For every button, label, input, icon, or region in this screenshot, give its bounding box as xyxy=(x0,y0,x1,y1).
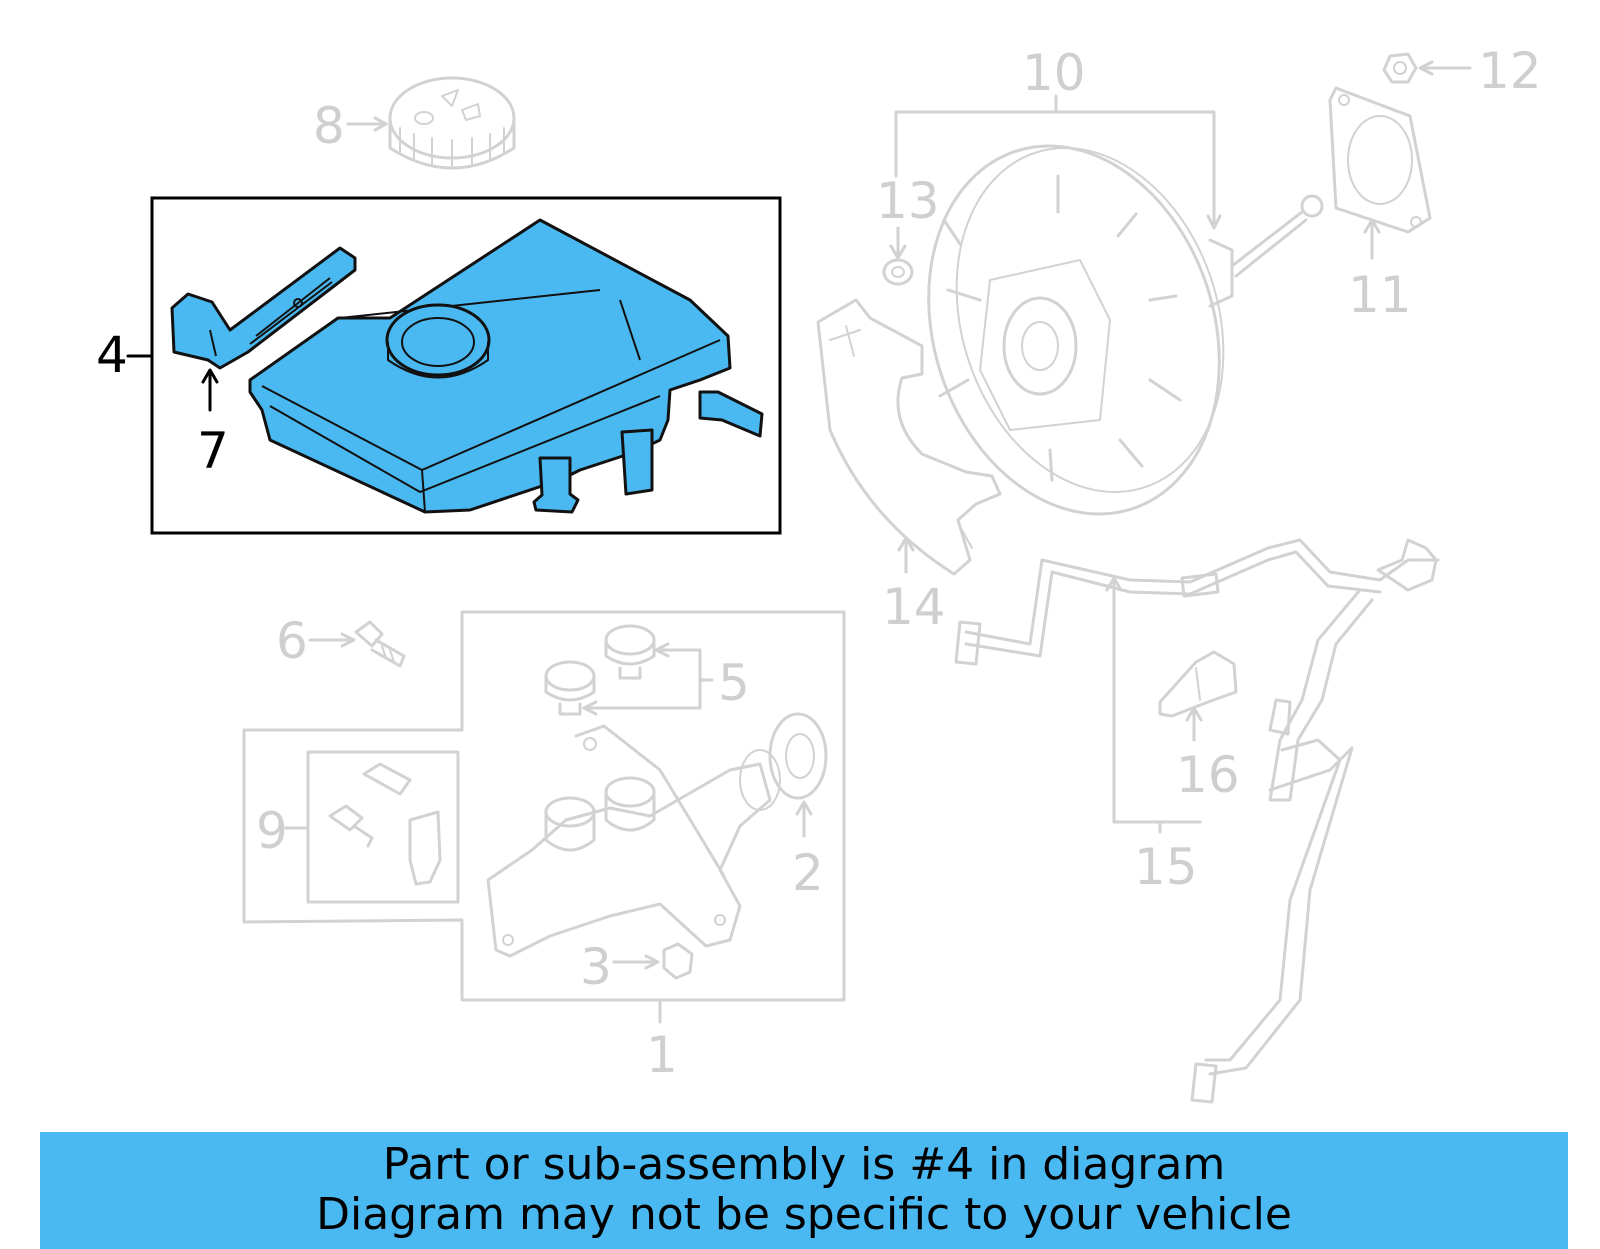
callout-3[interactable]: 3 xyxy=(580,938,612,996)
callout-6[interactable]: 6 xyxy=(276,612,308,670)
callout-16[interactable]: 16 xyxy=(1176,746,1240,804)
leader-16 xyxy=(1185,706,1203,742)
callout-8[interactable]: 8 xyxy=(313,97,345,155)
leader-12 xyxy=(1418,60,1472,76)
part-13-grommet xyxy=(882,258,914,286)
banner-line-2: Diagram may not be specific to your vehi… xyxy=(316,1189,1292,1240)
callout-4[interactable]: 4 xyxy=(96,326,128,384)
callout-14[interactable]: 14 xyxy=(882,578,946,636)
part-11-gasket xyxy=(1328,86,1432,234)
part-1-master-cylinder-group xyxy=(242,610,846,1002)
leader-5 xyxy=(582,642,714,716)
info-banner: Part or sub-assembly is #4 in diagram Di… xyxy=(40,1132,1568,1249)
leader-7 xyxy=(201,368,219,412)
banner-line-1: Part or sub-assembly is #4 in diagram xyxy=(382,1139,1226,1190)
leader-15 xyxy=(1105,576,1202,834)
part-10-brake-booster xyxy=(927,144,1324,516)
part-14-heat-shield xyxy=(816,298,1002,576)
leader-6 xyxy=(308,632,356,648)
callout-5[interactable]: 5 xyxy=(718,654,750,712)
callout-2[interactable]: 2 xyxy=(792,844,824,902)
part-16-bracket xyxy=(1158,650,1238,718)
callout-12[interactable]: 12 xyxy=(1478,42,1542,100)
part-12-nut xyxy=(1382,52,1418,84)
part-6-bolt xyxy=(354,620,406,668)
callout-7[interactable]: 7 xyxy=(197,422,229,480)
part-8-reservoir-cap xyxy=(388,76,516,170)
callout-13[interactable]: 13 xyxy=(876,172,940,230)
leader-2 xyxy=(795,800,813,838)
leader-10 xyxy=(894,94,1222,230)
leader-14 xyxy=(897,536,915,574)
callout-15[interactable]: 15 xyxy=(1134,838,1198,896)
leader-8 xyxy=(346,116,388,132)
callout-9[interactable]: 9 xyxy=(256,802,288,860)
leader-13 xyxy=(889,226,907,260)
leader-11 xyxy=(1363,218,1381,260)
part-15-brake-lines xyxy=(954,538,1440,1104)
callout-10[interactable]: 10 xyxy=(1022,44,1086,102)
reservoir-assembly-highlight[interactable] xyxy=(150,196,782,535)
callout-11[interactable]: 11 xyxy=(1348,266,1412,324)
leader-3 xyxy=(612,954,660,970)
callout-1[interactable]: 1 xyxy=(646,1026,678,1084)
